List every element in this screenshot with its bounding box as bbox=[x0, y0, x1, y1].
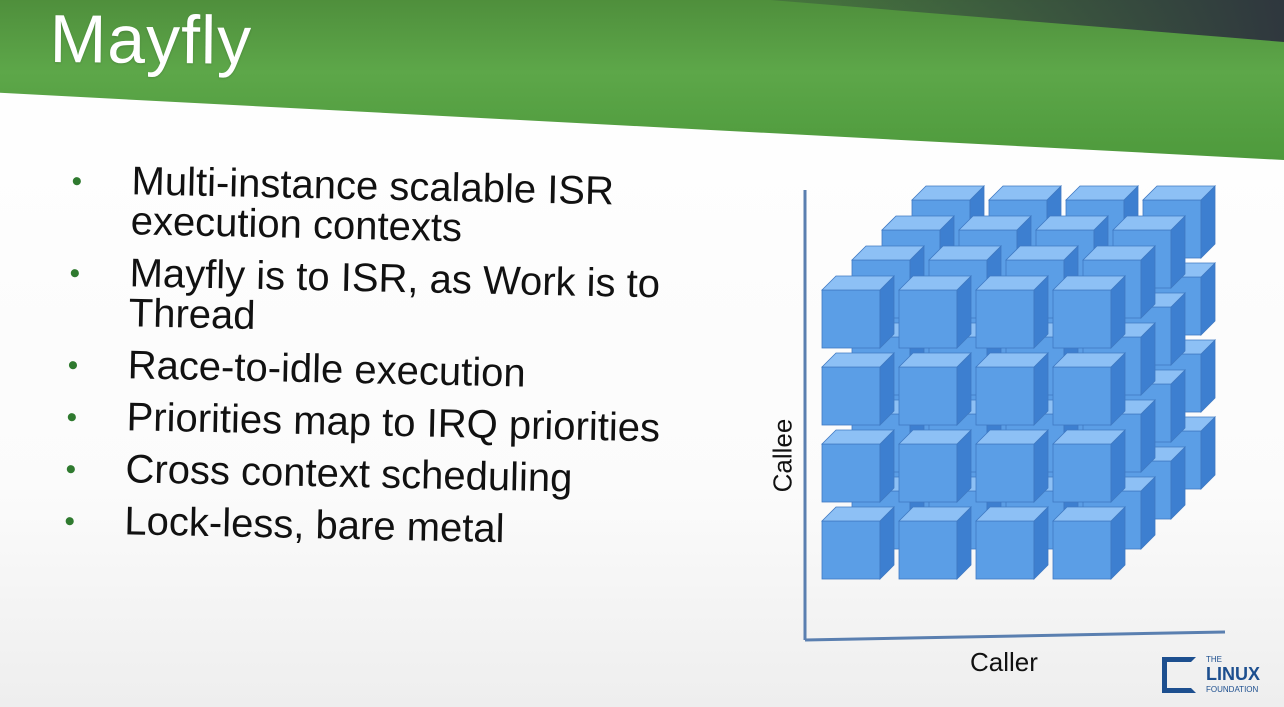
cube bbox=[975, 352, 1049, 426]
logo-mark bbox=[1162, 657, 1196, 693]
bullet-text: Mayfly is to ISR, as Work is to Thread bbox=[128, 251, 661, 338]
cube bbox=[1052, 275, 1126, 349]
cube bbox=[1052, 352, 1126, 426]
cube bbox=[898, 275, 972, 349]
cube bbox=[975, 506, 1049, 580]
bullet-item: • Race-to-idle execution bbox=[65, 343, 746, 398]
bullet-dot-icon: • bbox=[65, 452, 77, 487]
bullet-text: Multi-instance scalable ISR execution co… bbox=[130, 159, 615, 251]
cube bbox=[898, 352, 972, 426]
bullet-list: • Multi-instance scalable ISR execution c… bbox=[62, 159, 750, 566]
cube bbox=[821, 429, 895, 503]
bullet-dot-icon: • bbox=[69, 257, 81, 291]
slide-title: Mayfly bbox=[49, 0, 253, 79]
cube bbox=[975, 275, 1049, 349]
logo-text-linux: LINUX bbox=[1206, 664, 1260, 684]
cube bbox=[1052, 429, 1126, 503]
cube bbox=[898, 429, 972, 503]
bullet-dot-icon: • bbox=[71, 165, 83, 199]
cube bbox=[1052, 506, 1126, 580]
cube-group bbox=[821, 185, 1216, 580]
cube bbox=[975, 429, 1049, 503]
bullet-item: • Multi-instance scalable ISR execution c… bbox=[68, 159, 750, 254]
x-axis-line bbox=[804, 630, 1226, 642]
bullet-item: • Priorities map to IRQ priorities bbox=[64, 395, 745, 451]
bullet-text: Lock-less, bare metal bbox=[123, 499, 505, 552]
bullet-item: • Mayfly is to ISR, as Work is to Thread bbox=[66, 251, 748, 346]
logo-text-foundation: FOUNDATION bbox=[1206, 685, 1259, 694]
cube bbox=[821, 275, 895, 349]
cube-grid-svg bbox=[803, 185, 1226, 642]
y-axis-label: Callee bbox=[767, 418, 798, 493]
logo-text-the: THE bbox=[1206, 655, 1222, 664]
bullet-dot-icon: • bbox=[66, 400, 78, 435]
cube-grid-diagram: Callee Caller bbox=[760, 180, 1240, 700]
cube bbox=[821, 352, 895, 426]
bullet-item: • Lock-less, bare metal bbox=[62, 499, 743, 554]
bullet-dot-icon: • bbox=[67, 349, 79, 383]
bullet-text: Race-to-idle execution bbox=[127, 343, 527, 396]
cube bbox=[821, 506, 895, 580]
cube bbox=[898, 506, 972, 580]
bullet-text: Cross context scheduling bbox=[125, 447, 573, 501]
bullet-text: Priorities map to IRQ priorities bbox=[126, 395, 661, 451]
bullet-item: • Cross context scheduling bbox=[63, 447, 744, 502]
x-axis-label: Caller bbox=[970, 647, 1038, 677]
linux-foundation-logo: THE LINUX FOUNDATION bbox=[1160, 655, 1280, 703]
bullet-dot-icon: • bbox=[64, 504, 76, 539]
